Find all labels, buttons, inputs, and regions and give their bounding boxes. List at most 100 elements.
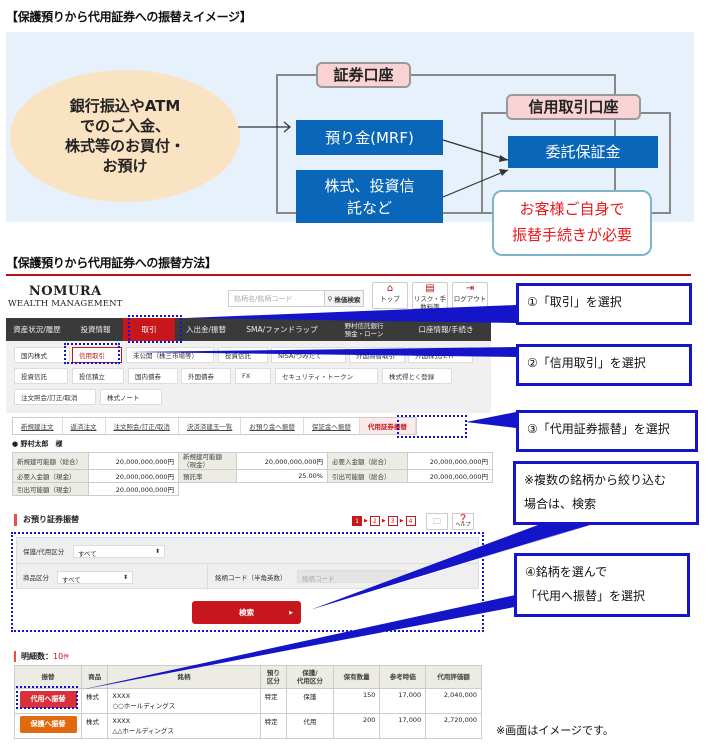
callout-step2: ②「信用取引」を選択 xyxy=(516,344,692,386)
info-value: 20,000,000,000円 xyxy=(88,452,179,470)
holdings-table: 振替 商品 銘柄 預り 区分 保護/ 代用区分 保有数量 参考時価 代用評価額 … xyxy=(14,665,482,739)
code-label: 銘柄コード（半角英数） xyxy=(215,574,287,582)
table-row: 代用へ振替 株式 XXXX○○ホールディングス 特定 保護 150 17,000… xyxy=(14,688,482,714)
tab-to-margin[interactable]: 保証金へ振替 xyxy=(304,418,360,434)
nav-account[interactable]: 口座情報/手続き xyxy=(418,324,474,334)
top-label: トップ xyxy=(380,295,400,303)
cell-stock: XXXX △△ホールディングス xyxy=(107,713,261,739)
nav-assets[interactable]: 資産状況/履歴 xyxy=(13,324,61,334)
sub-nisa[interactable]: NISA/つみたて xyxy=(271,347,346,363)
tab-order-inquiry[interactable]: 注文照会/訂正/取消 xyxy=(106,418,179,434)
sub-trust-accum[interactable]: 投信積立 xyxy=(72,368,124,384)
table-row: 保護へ振替 株式 XXXX△△ホールディングス 特定 代用 200 17,000… xyxy=(14,713,482,739)
to-protection-button[interactable]: 保護へ振替 xyxy=(19,716,77,733)
sub-security-token[interactable]: セキュリティ・トークン xyxy=(275,368,378,384)
cell-value: 2,040,000 xyxy=(425,688,482,714)
user-name: ● 野村太郎 様 xyxy=(12,439,63,449)
info-label: 新規建可能額（総合） xyxy=(12,452,89,470)
sub-fx-trade[interactable]: 外国為替取引 xyxy=(349,347,405,363)
self-procedure-bubble: お客様ご自身で 振替手続きが必要 xyxy=(492,190,652,256)
nav-sma[interactable]: SMA/ファンドラップ xyxy=(246,324,318,334)
logout-button[interactable]: ⇥ログアウト xyxy=(452,282,488,309)
sub-domestic-bond[interactable]: 国内債券 xyxy=(128,368,178,384)
user-icon: ● xyxy=(12,440,19,448)
nav-deposit[interactable]: 入出金/振替 xyxy=(185,324,227,334)
image-note: ※画面はイメージです。 xyxy=(496,724,614,737)
tab-repay-order[interactable]: 返済注文 xyxy=(63,418,106,434)
help-button[interactable]: ❓ヘルプ xyxy=(452,513,474,530)
to-collateral-button[interactable]: 代用へ振替 xyxy=(19,691,77,708)
col-header: 保護/ 代用区分 xyxy=(286,665,334,689)
step-1: 1 xyxy=(352,516,362,526)
step-4: 4 xyxy=(405,516,416,526)
info-label: 引出可能額（総合） xyxy=(327,469,408,483)
sub-investment-trust[interactable]: 投資信託 xyxy=(14,368,68,384)
account-summary-table: 新規建可能額（総合） 20,000,000,000円 新規建可能額（現金） 20… xyxy=(12,452,493,496)
cell-stock: XXXX ○○ホールディングス xyxy=(107,688,261,714)
logo-line1: NOMURA xyxy=(28,284,102,299)
count-unit: 件 xyxy=(63,654,70,661)
select-arrow-icon: ⬍ xyxy=(122,574,128,581)
document-icon: ▤ xyxy=(425,283,435,294)
logout-label: ログアウト xyxy=(453,295,487,303)
divider xyxy=(6,274,691,276)
sub-unlisted[interactable]: 未公開（株三市場等） xyxy=(126,347,214,363)
product-label: 商品区分 xyxy=(23,574,49,582)
search-icon: ⚲ xyxy=(327,294,333,303)
cell-product: 株式 xyxy=(80,688,109,714)
sub-domestic-stock[interactable]: 国内株式 xyxy=(14,347,70,363)
search-button-label: 株価検索 xyxy=(334,295,361,304)
transfer-diagram: 銀行振込やATM でのご入金、 株式等のお買付・ お預け 証券口座 信用取引口座… xyxy=(6,32,694,256)
risk-fee-button[interactable]: ▤リスク・手数料等 xyxy=(412,282,448,311)
logout-icon: ⇥ xyxy=(465,283,475,294)
col-header: 参考時価 xyxy=(379,665,427,689)
top-button[interactable]: ⌂トップ xyxy=(372,282,408,309)
securities-account-label: 証券口座 xyxy=(316,62,411,88)
main-nav: 資産状況/履歴 投資情報 取引 入出金/振替 SMA/ファンドラップ 野村信託銀… xyxy=(6,318,491,341)
cell-qty: 200 xyxy=(332,713,381,739)
tab-to-deposit[interactable]: お預り金へ振替 xyxy=(241,418,304,434)
sub-order-inquiry[interactable]: 注文照会/訂正/取消 xyxy=(14,389,96,405)
step-2: 2 xyxy=(369,516,380,526)
nomura-logo[interactable]: NOMURA WEALTH MANAGEMENT xyxy=(8,284,123,309)
highlight-to-collateral xyxy=(16,686,78,709)
info-label: 引出可能額（現金） xyxy=(12,482,89,496)
logo-line2: WEALTH MANAGEMENT xyxy=(8,299,123,309)
callout-step4: ④銘柄を選んで 「代用へ振替」を選択 xyxy=(514,553,690,617)
col-header: 商品 xyxy=(80,665,109,689)
sub-foreign-bond[interactable]: 外国債券 xyxy=(181,368,231,384)
nav-info[interactable]: 投資情報 xyxy=(80,324,111,334)
deposit-mrf-box: 預り金(MRF) xyxy=(296,120,443,155)
stock-search-button[interactable]: ⚲株価検索 xyxy=(324,290,364,307)
select-arrow-icon: ⬍ xyxy=(154,548,160,555)
kubun-select[interactable]: すべて⬍ xyxy=(73,545,165,558)
cell-value: 2,720,000 xyxy=(425,713,482,739)
tab-collateral-transfer[interactable]: 代用証券振替 xyxy=(359,418,416,434)
kubun-label: 保護/代用区分 xyxy=(23,547,65,556)
stock-code: XXXX xyxy=(112,692,131,700)
stock-name: ○○ホールディングス xyxy=(112,702,176,710)
sub-stock-register[interactable]: 株式得とく登録 xyxy=(382,368,452,384)
nav-bank[interactable]: 野村信託銀行 預金・ローン xyxy=(344,321,384,338)
tab-settled-list[interactable]: 決済済建玉一覧 xyxy=(179,418,242,434)
sub-funds[interactable]: 投資信託 xyxy=(218,347,268,363)
help-label: ヘルプ xyxy=(455,521,471,528)
section-title-method: 【保護預りから代用証券への振替方法】 xyxy=(6,256,217,270)
folder-button[interactable]: 🗀 xyxy=(426,513,448,530)
callout-search-note: ※複数の銘柄から絞り込む 場合は、検索 xyxy=(513,461,699,525)
info-value: 20,000,000,000円 xyxy=(236,452,328,470)
product-value: すべて xyxy=(62,576,81,584)
nav-trade[interactable]: 取引 xyxy=(123,318,175,341)
product-select[interactable]: すべて ⬍ xyxy=(57,571,133,584)
sub-stock-note[interactable]: 株式ノート xyxy=(100,389,162,405)
deposit-source-oval: 銀行振込やATM でのご入金、 株式等のお買付・ お預け xyxy=(10,70,240,202)
tab-new-order[interactable]: 新規建注文 xyxy=(13,418,63,434)
stock-name: △△ホールディングス xyxy=(112,727,174,735)
stock-code: XXXX xyxy=(112,717,131,725)
step-3: 3 xyxy=(387,516,398,526)
section-title-image: 【保護預りから代用証券への振替えイメージ】 xyxy=(6,10,252,24)
sub-fx[interactable]: FX xyxy=(235,368,271,384)
col-header: 預り 区分 xyxy=(259,665,288,689)
risk-label: リスク・手数料等 xyxy=(413,295,447,311)
sub-foreign-stock[interactable]: 外国株式/ETF xyxy=(408,347,473,363)
